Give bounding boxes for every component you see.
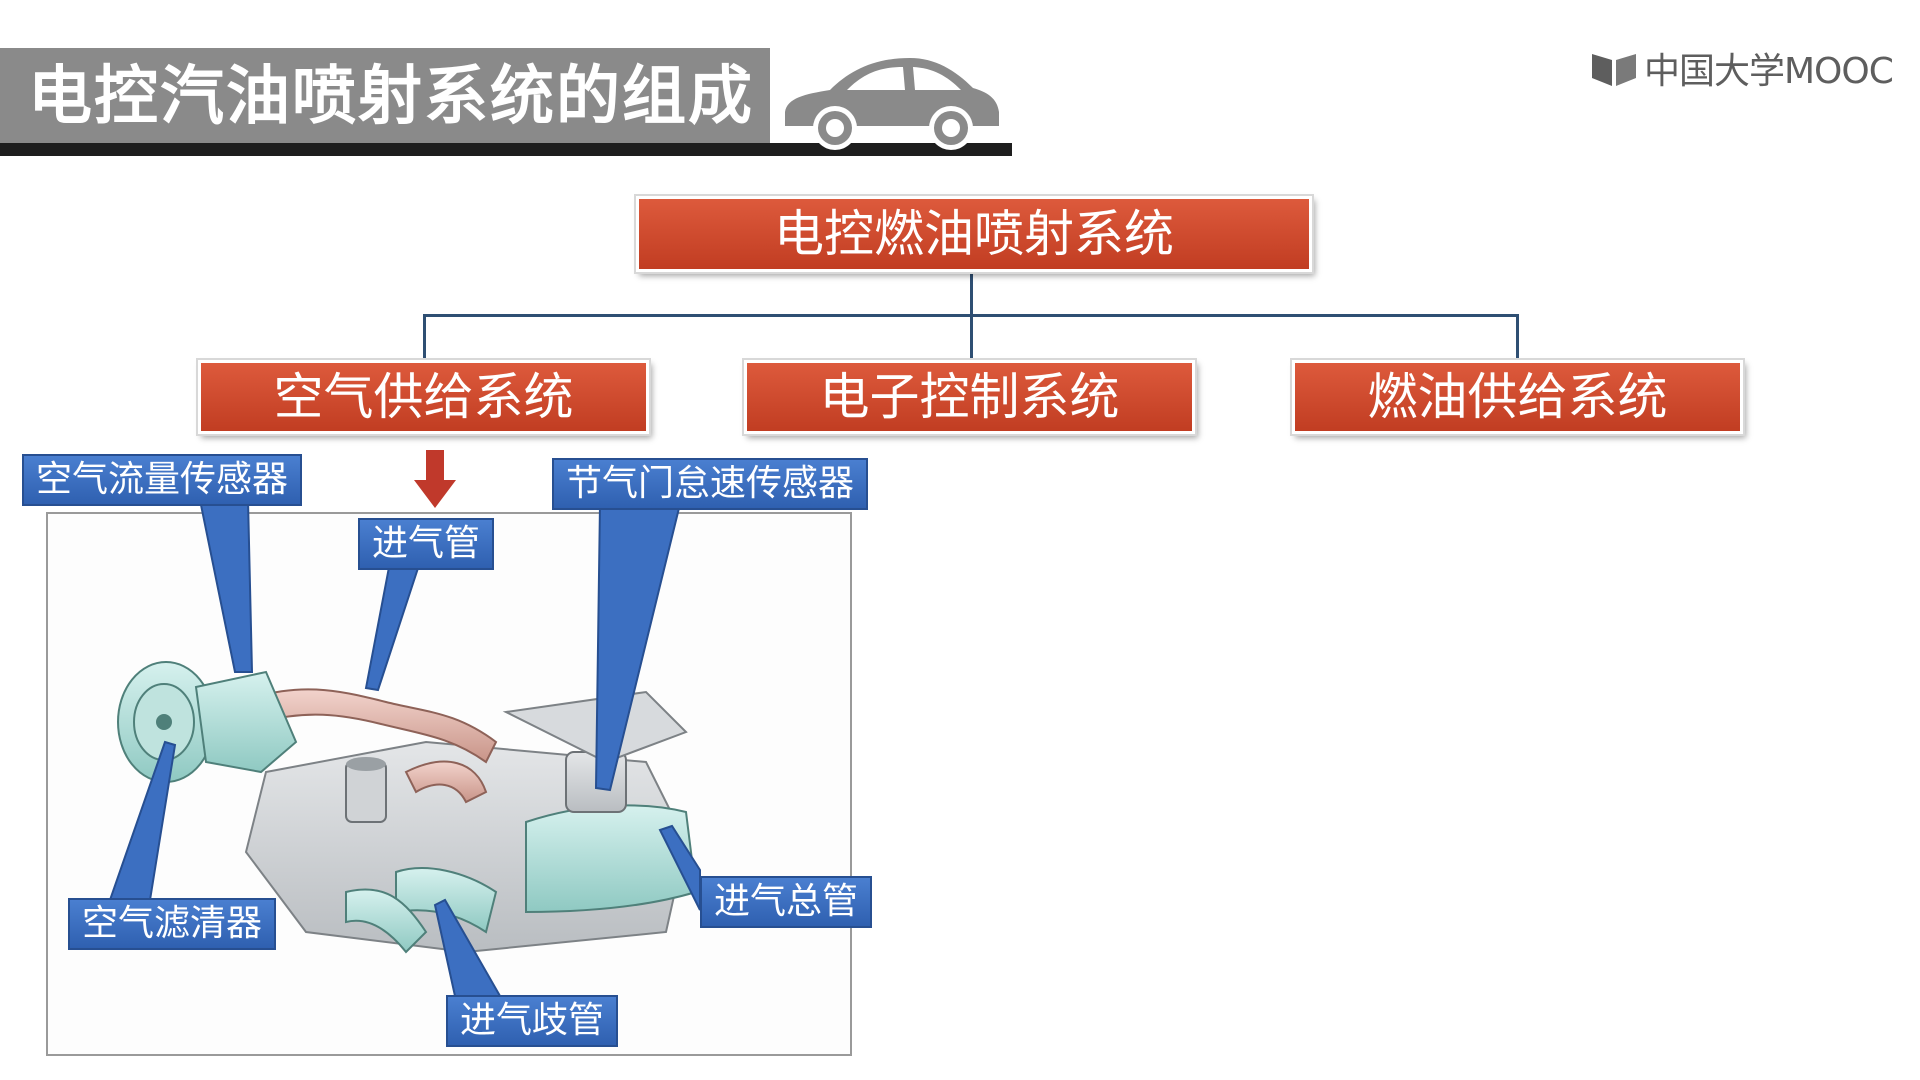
logo-text: 中国大学MOOC [1644, 50, 1894, 92]
engine-intake-illustration [117, 661, 698, 954]
connector-left-drop [423, 314, 426, 362]
label-intake-manifold: 进气歧管 [446, 995, 619, 1047]
car-icon [785, 58, 999, 150]
label-air-flow-sensor: 空气流量传感器 [22, 454, 303, 506]
node-air-supply: 空气供给系统 [198, 360, 649, 434]
down-arrow-icon [414, 450, 456, 508]
page-title: 电控汽油喷射系统的组成 [28, 60, 754, 134]
label-throttle-idle-sensor: 节气门怠速传感器 [552, 458, 869, 510]
connector-horizontal [423, 314, 1519, 317]
connector-right-drop [1516, 314, 1519, 362]
title-banner [0, 48, 770, 143]
label-intake-pipe: 进气管 [358, 518, 495, 570]
root-node: 电控燃油喷射系统 [636, 196, 1312, 272]
title-underline [0, 143, 1012, 156]
label-air-filter: 空气滤清器 [68, 898, 277, 950]
book-icon [1592, 53, 1636, 86]
mooc-logo[interactable]: 中国大学MOOC [1590, 45, 1894, 92]
label-intake-plenum: 进气总管 [700, 876, 873, 928]
node-electronic-control: 电子控制系统 [744, 360, 1195, 434]
node-fuel-supply: 燃油供给系统 [1292, 360, 1743, 434]
